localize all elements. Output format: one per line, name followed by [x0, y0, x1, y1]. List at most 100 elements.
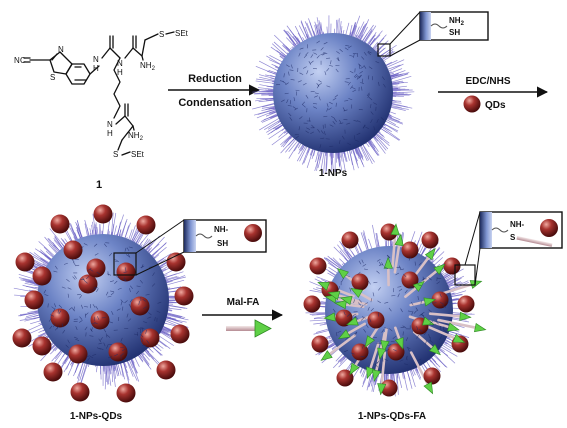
- np-qds-fa-label: 1-NPs-QDs-FA: [358, 411, 426, 422]
- surface-ligand: [335, 68, 339, 73]
- surface-ligand: [407, 347, 410, 352]
- surface-ligand: [345, 336, 349, 340]
- surface-ligand: [336, 51, 340, 54]
- surface-ligand: [358, 260, 362, 265]
- folate-marker: [459, 311, 472, 321]
- quantum-dot: [68, 344, 88, 364]
- surface-ligand: [298, 52, 301, 57]
- quantum-dot: [70, 382, 90, 402]
- surface-ligand: [354, 75, 359, 79]
- surface-ligand: [287, 105, 292, 107]
- surface-ligand: [66, 279, 70, 282]
- surface-ligand: [360, 317, 365, 321]
- surface-ligand: [286, 99, 289, 104]
- folate-linker: [428, 312, 466, 318]
- surface-ligand: [298, 126, 301, 131]
- folate-marker: [339, 296, 353, 305]
- surface-ligand: [313, 103, 318, 105]
- surface-ligand: [43, 289, 47, 294]
- compound-number-label: 1: [96, 179, 102, 191]
- folate-linker: [368, 342, 380, 374]
- surface-ligand: [417, 284, 422, 287]
- surface-ligand: [381, 329, 385, 333]
- surface-ligand: [367, 51, 371, 55]
- quantum-dot: [443, 257, 461, 275]
- surface-ligand: [314, 92, 319, 95]
- surface-ligand: [385, 348, 390, 352]
- surface-ligand: [400, 268, 405, 271]
- surface-ligand: [338, 286, 340, 291]
- surface-ligand: [109, 280, 114, 283]
- amide-n-atom-3: N: [107, 120, 113, 129]
- surface-ligand: [334, 94, 339, 98]
- quantum-dot: [336, 369, 354, 387]
- surface-ligand: [94, 253, 99, 256]
- surface-ligand: [318, 79, 322, 83]
- surface-ligand: [92, 287, 97, 291]
- folate-marker: [390, 223, 400, 236]
- surface-ligand: [357, 271, 361, 275]
- surface-ligand: [354, 332, 358, 337]
- quantum-dot: [303, 295, 321, 313]
- surface-ligand: [330, 60, 332, 65]
- folate-linker: [413, 330, 437, 352]
- surface-ligand: [61, 286, 66, 289]
- surface-ligand: [98, 342, 103, 345]
- surface-ligand: [108, 356, 112, 359]
- surface-ligand: [154, 316, 156, 321]
- surface-ligand: [67, 339, 70, 344]
- surface-ligand: [405, 337, 409, 342]
- surface-ligand: [110, 290, 115, 293]
- surface-ligand: [96, 271, 101, 275]
- np-zoom-line-bottom: [389, 39, 421, 57]
- surface-ligand: [377, 300, 381, 304]
- folate-marker: [327, 291, 341, 301]
- surface-ligand: [332, 97, 337, 101]
- surface-ligand: [390, 341, 395, 343]
- surface-ligand: [129, 285, 133, 289]
- quantum-dot: [401, 271, 419, 289]
- surface-ligand: [139, 280, 143, 284]
- surface-ligand: [353, 331, 358, 335]
- surface-ligand: [289, 100, 292, 105]
- surface-ligand: [138, 300, 140, 305]
- surface-ligand: [347, 81, 351, 86]
- surface-ligand: [352, 89, 357, 92]
- surface-ligand: [313, 52, 318, 55]
- surface-ligand: [436, 281, 441, 285]
- surface-ligand: [406, 346, 411, 350]
- surface-ligand: [363, 51, 367, 56]
- surface-ligand: [368, 97, 373, 101]
- surface-ligand: [410, 301, 414, 306]
- surface-ligand: [443, 329, 448, 333]
- surface-ligand: [71, 307, 76, 312]
- quantum-dot: [170, 324, 190, 344]
- surface-ligand: [367, 306, 370, 311]
- quantum-dot: [78, 274, 98, 294]
- surface-ligand: [365, 324, 369, 328]
- surface-ligand: [316, 40, 321, 44]
- surface-ligand: [305, 94, 309, 99]
- quantum-dot: [335, 309, 353, 327]
- surface-ligand: [413, 310, 417, 314]
- surface-ligand: [442, 305, 447, 308]
- surface-ligand: [344, 350, 348, 353]
- surface-ligand: [314, 95, 318, 98]
- surface-ligand: [92, 354, 97, 356]
- surface-ligand: [356, 120, 361, 123]
- surface-ligand: [318, 96, 321, 101]
- surface-ligand: [366, 92, 370, 97]
- folate-marker: [337, 329, 351, 340]
- surface-ligand: [415, 307, 419, 312]
- surface-ligand: [349, 287, 352, 292]
- surface-ligand: [140, 327, 145, 329]
- quantum-dot: [130, 296, 150, 316]
- surface-ligand: [145, 329, 147, 334]
- surface-ligand: [417, 295, 419, 301]
- surface-ligand: [341, 135, 345, 140]
- surface-ligand: [358, 63, 362, 67]
- surface-ligand: [367, 51, 372, 54]
- surface-ligand: [326, 107, 329, 112]
- surface-ligand: [373, 281, 378, 284]
- surface-ligand: [290, 79, 295, 81]
